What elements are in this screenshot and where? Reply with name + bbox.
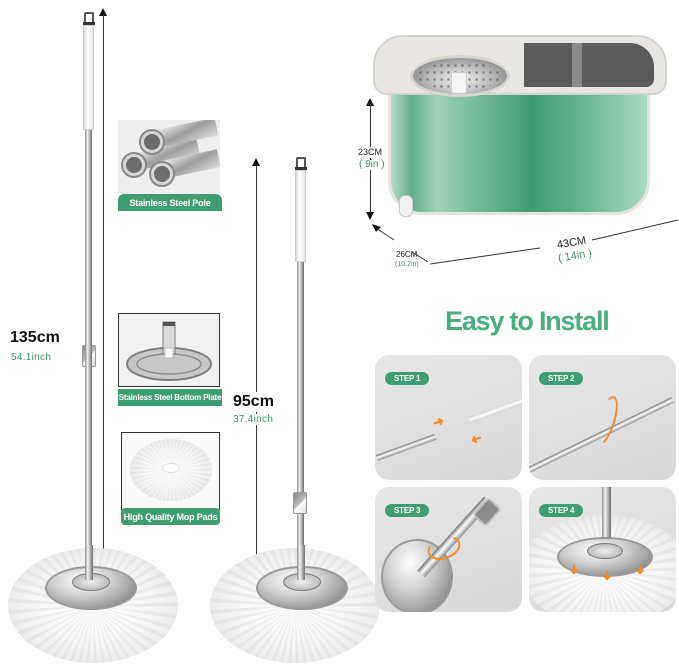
pole-handle [83, 25, 94, 130]
step-badge-1: STEP 1 [385, 372, 430, 385]
width-line-icon [430, 219, 679, 265]
arrow-right-icon: ➜ [430, 412, 447, 431]
pole-joint [85, 545, 93, 580]
pole-lower [85, 330, 92, 560]
mop-pad-icon [130, 439, 212, 501]
pole-lock-clamp [293, 492, 307, 514]
arrow-up-icon [252, 158, 260, 166]
long-mop-height-inch: 54.1inch [11, 352, 52, 363]
hang-loop-icon [84, 12, 94, 22]
arrow-up-icon [366, 98, 374, 106]
step-card-1: STEP 1 ➜ ➜ [375, 355, 522, 480]
mop-pad-center [162, 463, 180, 473]
pole-joint [297, 545, 305, 580]
feature-label-mop-pads: High Quality Mop Pads [121, 508, 220, 525]
short-mop-height-inch: 37.4inch [233, 414, 274, 425]
arrow-down-icon [366, 212, 374, 220]
pole-upper [297, 262, 304, 492]
bucket-depth-cm: 26CM [396, 250, 418, 259]
bottom-plate-icon [126, 321, 212, 381]
install-title: Easy to Install [445, 306, 610, 336]
arrow-up-icon [99, 8, 107, 16]
pole-segment [375, 433, 437, 461]
bucket-body [388, 85, 650, 215]
dimension-line [103, 14, 104, 604]
bucket-depth-inch: (10.2in) [395, 261, 419, 268]
feature-card-mop-pads [121, 432, 220, 510]
short-mop-height-cm: 95cm [233, 392, 274, 412]
pole-segment [468, 398, 522, 423]
step-card-4: STEP 4 ➜ ➜ ➜ [529, 487, 676, 612]
arrow-down-icon: ➜ [566, 564, 582, 575]
pole [602, 487, 611, 542]
step-card-3: STEP 3 [375, 487, 522, 612]
pole-cap [83, 22, 95, 25]
dimension-line [256, 164, 257, 604]
feature-card-steel-pole [118, 120, 220, 194]
bucket-height-cm: 23CM [358, 147, 383, 158]
pole-lower [297, 514, 304, 569]
bucket-divider [572, 43, 582, 87]
arrow-down-icon: ➜ [632, 564, 648, 575]
arrow-left-icon: ➜ [468, 430, 485, 449]
feature-label-steel-pole: Stainless Steel Pole [118, 194, 222, 211]
feature-label-bottom-plate: Stainless Steel Bottom Plate [118, 389, 222, 406]
feature-card-bottom-plate [118, 313, 220, 387]
steel-tubes-icon [121, 120, 220, 187]
dimension-line [370, 104, 371, 212]
rotate-icon [589, 393, 623, 449]
bucket-wash-well [524, 43, 654, 87]
long-mop-height-cm: 135cm [10, 328, 60, 348]
pole-clamp [472, 497, 502, 527]
mop-plate-hub [587, 543, 623, 559]
step-badge-2: STEP 2 [539, 372, 584, 385]
step-badge-4: STEP 4 [539, 504, 584, 517]
arrow-down-icon: ➜ [599, 570, 615, 581]
hang-loop-icon [296, 157, 306, 167]
spin-knob [451, 72, 467, 94]
pole-handle [295, 170, 306, 262]
pole-cap [295, 167, 307, 170]
step-badge-3: STEP 3 [385, 504, 430, 517]
bucket-height-inch: ( 9in ) [359, 159, 385, 170]
pole-upper [85, 130, 92, 330]
step-card-2: STEP 2 [529, 355, 676, 480]
depth-line-icon [372, 224, 429, 263]
drain-plug [399, 195, 413, 217]
